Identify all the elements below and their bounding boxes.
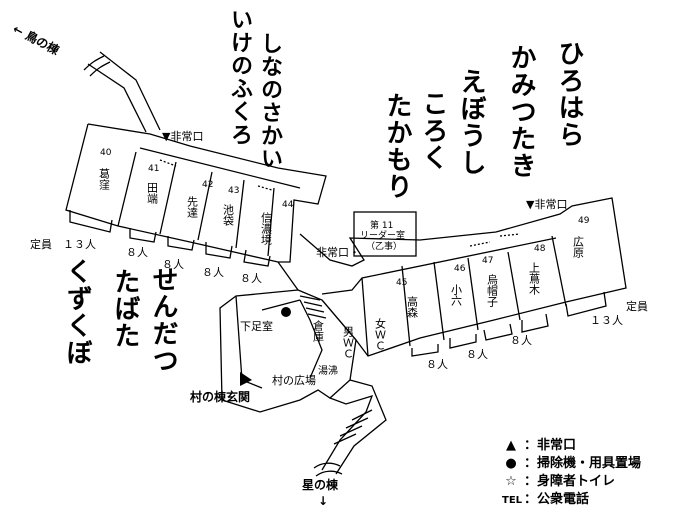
leader-room-number: 第 11: [370, 221, 394, 231]
group-name-hirohara: ひろはら: [554, 40, 584, 148]
room-40-number: 40: [100, 148, 112, 158]
group-name-eboushi: えぼうし: [456, 68, 486, 176]
room-45-name: 高森: [405, 296, 419, 318]
group-name-sendatsu: せんだつ: [148, 266, 178, 374]
room-46-name: 小六: [449, 284, 463, 306]
capacity-label: ８人: [202, 266, 224, 279]
capacity-label: ８人: [426, 358, 448, 371]
room-41-number: 41: [148, 164, 160, 174]
capacity-label: ８人: [510, 334, 532, 347]
left-wing-outline: [65, 123, 327, 263]
capacity-label: ８人: [240, 272, 262, 285]
dot-icon: ●: [505, 456, 517, 471]
room-44-name: 信濃境: [259, 212, 273, 245]
room-48-number: 48: [534, 244, 546, 254]
group-name-kuzukubo: くずくぼ: [62, 258, 92, 366]
legend-row: ● ：掃除機・用具置場: [502, 452, 641, 471]
triangle-icon: ▲: [506, 438, 516, 453]
right-wing-outline: [299, 197, 627, 357]
emergency-triangle-icon: [240, 372, 252, 386]
room-44-number: 44: [282, 200, 294, 210]
legend-text: ：身障者トイレ: [524, 474, 616, 489]
room-45-number: 45: [396, 278, 408, 288]
telephone-icon: TEL: [502, 495, 523, 506]
female-wc-label: 女ＷＣ: [373, 318, 387, 351]
hoshi-arrow-icon: ↓: [318, 494, 329, 508]
leader-room-sub: （乙事）: [366, 242, 403, 252]
group-name-shinanosakai: しなのさかい: [257, 32, 282, 170]
corridor-to-tori: [87, 51, 161, 133]
legend-text: ：非常口: [524, 438, 577, 453]
leader-room-name: リーダー室: [360, 231, 406, 241]
room-47-number: 47: [482, 256, 494, 266]
emergency-exit-mid-label: 非常口・: [316, 246, 360, 259]
storage-label: 倉庫: [311, 320, 325, 342]
room-49-number: 49: [578, 216, 590, 226]
capacity-left-label: 定員 １３人: [30, 238, 96, 251]
legend-row: TEL：公衆電話: [502, 488, 589, 507]
legend-row: ☆ ：身障者トイレ: [502, 470, 615, 489]
room-42-name: 先達: [185, 196, 199, 218]
group-name-kamitsutaki: かみつたき: [506, 44, 536, 179]
capacity-right-number: １３人: [590, 314, 623, 327]
cleaner-dot-icon: [281, 307, 291, 317]
village-plaza-label: 村の広場: [272, 374, 316, 387]
room-40-name: 葛窪: [97, 168, 111, 190]
room-41-name: 田端: [145, 182, 159, 204]
legend-text: ：掃除機・用具置場: [524, 456, 642, 471]
room-43-name: 池袋: [221, 204, 235, 226]
water-heater-label: 湯沸: [318, 366, 338, 377]
room-46-number: 46: [454, 264, 466, 274]
room-48-name: 上蔦木: [527, 262, 541, 295]
capacity-right-label: 定員: [626, 300, 648, 313]
room-43-number: 43: [228, 186, 240, 196]
capacity-label: ８人: [466, 348, 488, 361]
corridor-to-hoshi: [321, 379, 387, 475]
group-name-koroku: ころく: [418, 90, 448, 171]
shoe-room-label: 下足室: [240, 320, 273, 333]
capacity-label: ８人: [126, 246, 148, 259]
group-name-takamori: たかもり: [382, 92, 412, 200]
group-name-ikenofukuro: いけのふくろ: [227, 8, 252, 146]
legend-row: ▲ ：非常口: [502, 434, 576, 453]
hoshi-building-label: 星の棟: [302, 478, 339, 492]
male-wc-label: 男ＷＣ: [341, 326, 355, 359]
group-name-tabata: たばた: [110, 268, 140, 349]
room-49-name: 広原: [571, 236, 585, 258]
emergency-exit-label: ▼非常口: [162, 130, 204, 143]
room-42-number: 42: [202, 180, 214, 190]
capacity-label: ８人: [162, 258, 184, 271]
village-entrance-label: 村の棟玄関: [190, 390, 251, 404]
legend-text: ：公衆電話: [524, 492, 590, 507]
room-47-name: 烏帽子: [485, 274, 499, 307]
emergency-exit-right-label: ▼非常口: [526, 198, 568, 211]
star-icon: ☆: [505, 474, 517, 489]
